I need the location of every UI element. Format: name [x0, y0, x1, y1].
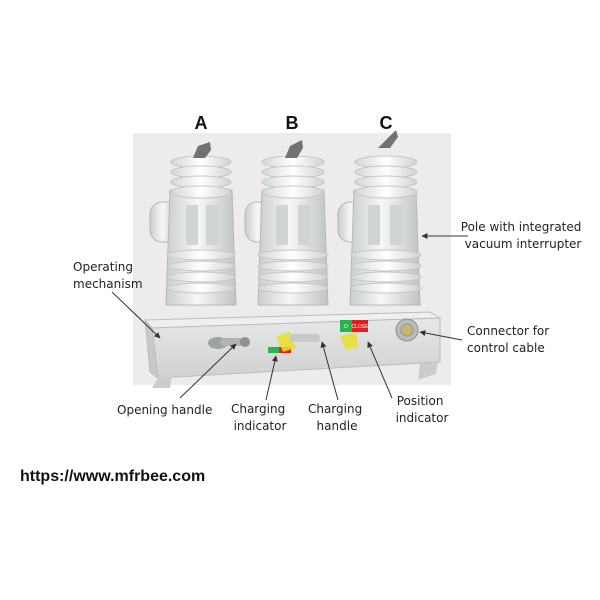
callout-position-indicator: Position indicator	[396, 394, 449, 425]
pole-a-lower-fins	[166, 249, 236, 294]
phase-label-b: B	[286, 113, 299, 133]
pole-c	[337, 130, 422, 306]
leader-connector	[419, 330, 463, 341]
pole-b	[244, 140, 329, 306]
phase-label-a: A	[195, 113, 208, 133]
pole-c-fins	[354, 155, 418, 199]
callout-charging-handle: Charging handle	[308, 402, 366, 433]
leader-charging-handle	[320, 341, 339, 401]
charging-handle	[276, 332, 358, 352]
pole-c-terminal	[378, 130, 398, 148]
callout-operating-mechanism: Operating mechanism	[73, 260, 143, 291]
leader-operating-mechanism	[111, 291, 161, 339]
pole-b-terminal	[285, 140, 303, 158]
pole-b-lower-fins	[257, 249, 329, 294]
position-indicator-close-label: CLOSE	[352, 324, 370, 330]
pole-a-terminal	[193, 142, 211, 158]
leader-opening-handle	[179, 343, 237, 399]
opening-handle	[208, 337, 250, 349]
phase-label-c: C	[380, 113, 393, 133]
leader-charging-indicator	[265, 355, 278, 401]
position-indicator-open-label: O	[344, 324, 348, 330]
callout-opening-handle: Opening handle	[117, 403, 212, 417]
pole-a	[149, 142, 237, 306]
callout-charging-indicator: Charging indicator	[231, 402, 289, 433]
pole-a-fins	[170, 155, 232, 199]
website-url: https://www.mfrbee.com	[20, 468, 205, 485]
pole-b-fins	[261, 155, 325, 199]
pole-c-lower-fins	[350, 249, 422, 294]
callout-pole: Pole with integrated vacuum interrupter	[461, 220, 585, 251]
callout-connector: Connector for control cable	[467, 324, 553, 355]
control-cable-connector	[395, 318, 419, 342]
position-indicator: O CLOSE	[340, 320, 369, 332]
leader-position-indicator	[367, 341, 393, 399]
